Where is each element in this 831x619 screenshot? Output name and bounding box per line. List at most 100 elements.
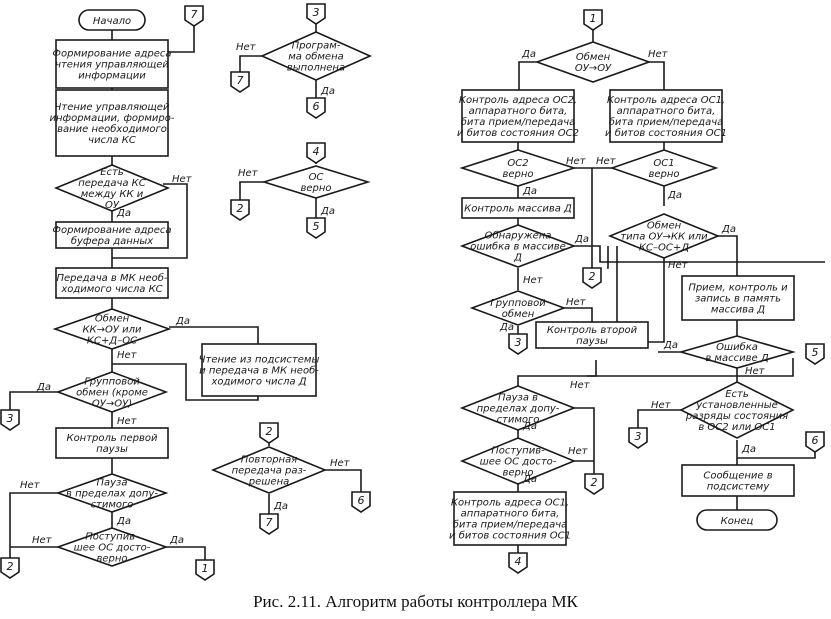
decision-os-valid-2-text: Поступив-шее ОС досто-верно [480, 446, 557, 479]
label-yes-exchange: Да [175, 316, 190, 327]
decision-os-valid-shape [55, 527, 169, 567]
label-yes-retransmit: Да [273, 501, 288, 512]
connector-2-in: 2 [259, 422, 279, 444]
label-yes-pause-2: Да [522, 421, 537, 432]
label-no-oc2: Нет [566, 156, 587, 167]
connector-3-out-c-number: 3 [635, 430, 642, 443]
box-check-oc2: Контроль адреса ОС2,аппаратного бита,бит… [457, 89, 579, 143]
flow-line [737, 358, 794, 377]
flow-line [574, 407, 595, 474]
box-first-pause-shape [55, 427, 169, 459]
connector-6-out-b: 6 [351, 491, 371, 513]
connector-2-out-b-shape [230, 199, 250, 221]
label-no-os-2: Нет [568, 446, 589, 457]
decision-status-bits-shape [679, 381, 795, 439]
connector-3-out-c-shape [628, 427, 648, 449]
box-check-oc1-2-shape [453, 491, 567, 546]
box-second-pause-shape [535, 321, 649, 349]
label-yes-ks: Да [116, 208, 131, 219]
connector-1-in-shape [583, 9, 603, 31]
label-yes-exchange-type: Да [721, 224, 736, 235]
flow-line [717, 235, 738, 276]
connector-3-out-c: 3 [628, 427, 648, 449]
label-yes-status-bits: Да [741, 444, 756, 455]
connector-3-out: 3 [0, 409, 20, 431]
connector-7-out-number: 7 [237, 74, 244, 87]
connector-3-in: 3 [306, 3, 326, 25]
box-message-subsystem-shape [681, 464, 795, 497]
decision-ou-ou-shape [534, 41, 652, 83]
label-yes-group-2: Да [499, 322, 514, 333]
connector-2-out-c-shape [582, 267, 602, 289]
label-no-ouou: Нет [648, 49, 669, 60]
decision-group-exchange-shape [55, 371, 169, 413]
decision-pause-range-2-shape [459, 385, 577, 431]
connector-6-in-shape [805, 431, 825, 453]
connector-2-out-shape [0, 557, 20, 579]
connector-1-out-shape [195, 559, 215, 581]
box-form-buffer-address-shape [55, 221, 169, 249]
connector-6-out-shape [306, 97, 326, 119]
connector-6-out-b-number: 6 [358, 494, 365, 507]
connector-5-out-number: 5 [313, 220, 320, 233]
label-no-retransmit: Нет [330, 458, 351, 469]
end-terminal: Конец [696, 509, 778, 531]
label-no-os: Нет [32, 535, 53, 546]
label-no-array-error-2: Нет [745, 366, 766, 377]
flow-line [239, 181, 264, 200]
connector-2-in-number: 2 [266, 425, 273, 438]
decision-pause-range-shape [55, 473, 169, 513]
box-form-read-address-shape [55, 39, 169, 89]
box-transfer-ks-shape [55, 267, 169, 299]
connector-4-out-number: 4 [515, 555, 522, 568]
connector-5-out-shape [306, 217, 326, 239]
connector-7-out-b-number: 7 [266, 516, 273, 529]
connector-1-out-number: 1 [202, 562, 209, 575]
label-no-pause-2: Нет [570, 380, 591, 391]
connector-4-out: 4 [508, 552, 528, 574]
box-check-array-text: Контроль массива Д [464, 204, 572, 215]
connector-2-out-d-number: 2 [591, 476, 598, 489]
connector-7-out-b: 7 [259, 513, 279, 535]
label-no-status-bits: Нет [651, 400, 672, 411]
decision-oc2-correct-shape [459, 149, 577, 187]
connector-3-out-b: 3 [508, 333, 528, 355]
flow-line [169, 326, 259, 344]
label-yes-array-error: Да [574, 234, 589, 245]
label-no-ks: Нет [172, 174, 193, 185]
end-terminal-shape [696, 509, 778, 531]
label-yes-ouou: Да [521, 49, 536, 60]
decision-os-valid-text: Поступив-шее ОС досто-верно [74, 532, 151, 565]
connector-3-in-shape [306, 3, 326, 25]
decision-group-exchange-2-shape [469, 290, 567, 326]
label-no-pause: Нет [20, 480, 41, 491]
